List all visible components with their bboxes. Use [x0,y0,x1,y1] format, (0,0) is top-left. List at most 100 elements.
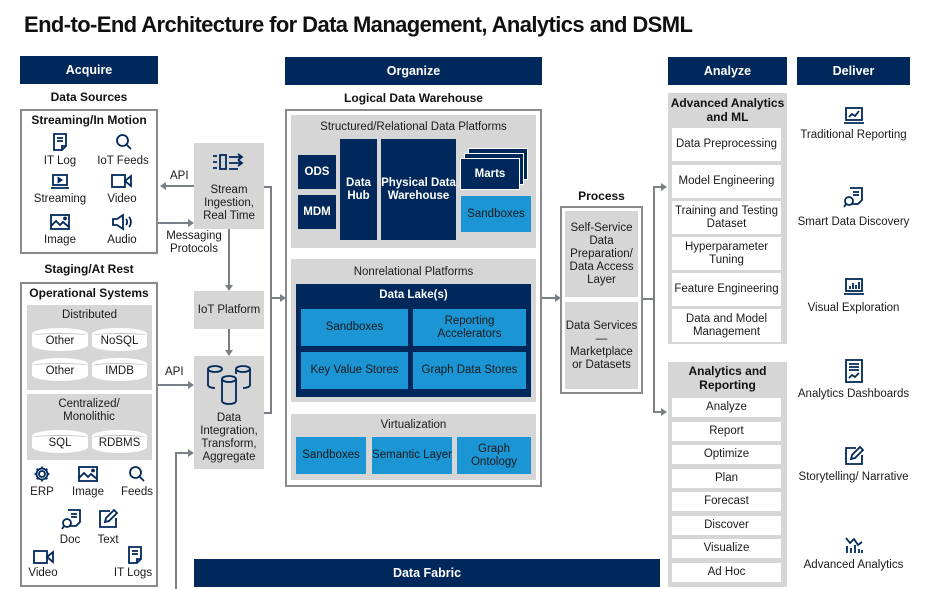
operational-item-label: ERP [30,486,54,498]
reporting-item: Ad Hoc [672,563,781,582]
deliver-item-label: Advanced Analytics [803,559,904,571]
stream-ingestion-label: Stream Ingestion, Real Time [203,184,255,222]
arrow-head [555,294,561,302]
search-icon [115,133,133,156]
data-sources-label: Data Sources [50,90,128,104]
edit-pencil-icon [844,445,865,471]
connector-line [653,186,655,413]
arrow-head [160,182,166,190]
operational-item-label: Text [97,534,119,546]
connector-line [270,186,272,414]
lake-item: Key Value Stores [301,352,408,389]
connector-line [653,411,662,413]
arrow-head [225,350,233,356]
reporting-item: Report [672,422,781,441]
reporting-item: Analyze [672,398,781,417]
lake-item: Graph Data Stores [413,352,526,389]
api-bottom-label: API [165,366,184,378]
play-screen-icon [50,173,70,194]
analytics-ml-item: Data and Model Management [672,309,781,342]
streaming-frame [20,109,158,254]
data-integration-label: Data Integration, Transform, Aggregate [200,412,258,463]
lake-item: Sandboxes [301,309,408,346]
database-cylinder: NoSQL [92,328,147,351]
analytics-ml-item: Feature Engineering [672,273,781,306]
arrow-head [280,294,286,302]
mdm-box: MDM [298,195,336,229]
connector-line [264,412,272,414]
distributed-title: Distributed [62,309,117,321]
arrow-head [188,381,194,389]
virtualization-title: Virtualization [380,419,447,431]
virtualization-item: Sandboxes [296,437,366,474]
connector-line [643,298,655,300]
sandboxes-box: Sandboxes [461,196,531,232]
nonrelational-title: Nonrelational Platforms [353,266,474,278]
connector-line [175,452,177,589]
reporting-item: Visualize [672,539,781,558]
analytics-reporting-title: Analytics and Reporting [688,364,767,392]
trend-bar-icon [844,536,864,559]
staging-label: Staging/At Rest [44,262,134,276]
video-camera-icon [111,174,133,193]
advanced-analytics-title: Advanced Analytics and ML [670,96,785,124]
process-item: Self-Service Data Preparation/ Data Acce… [565,211,638,297]
database-cylinder: Other [32,358,88,381]
analyze-header: Analyze [668,57,787,85]
lake-item: Reporting Accelerators [413,309,526,346]
operational-item-label: IT Logs [113,567,153,579]
ldw-title: Logical Data Warehouse [344,91,483,105]
connector-line [228,229,230,285]
image-icon [78,466,98,487]
organize-header: Organize [285,57,542,85]
dashboard-document-icon [845,359,863,388]
deliver-header: Deliver [797,57,910,85]
connector-line [270,297,281,299]
deliver-item-label: Analytics Dashboards [797,388,910,400]
connector-line [175,452,188,454]
operational-item-label: Video [28,567,58,579]
document-search-icon [842,187,864,214]
analytics-ml-item: Hyperparameter Tuning [672,237,781,270]
reporting-item: Plan [672,469,781,488]
speaker-icon [111,213,133,236]
connector-line [264,186,272,188]
arrow-head [225,285,233,291]
database-cylinder: RDBMS [92,430,147,453]
edit-pencil-icon [98,508,119,534]
process-item: Data Services — Marketplace or Datasets [565,302,638,389]
acquire-header: Acquire [20,56,158,84]
log-document-icon [127,546,143,569]
connector-line [542,297,556,299]
log-document-icon [52,133,68,156]
api-top-label: API [170,170,189,182]
virtualization-item: Graph Ontology [457,437,531,474]
deliver-item-label: Visual Exploration [807,302,900,314]
operational-item-label: Feeds [121,486,153,498]
streaming-item-label: Image [44,234,76,246]
document-search-icon [61,509,81,536]
streaming-item-label: Streaming [33,193,87,205]
database-cylinder: SQL [32,430,88,453]
streaming-item-label: Audio [107,234,137,246]
iot-platform-box: IoT Platform [194,291,264,329]
deliver-item-label: Smart Data Discovery [797,216,910,228]
streaming-item-label: IoT Feeds [97,155,149,167]
search-icon [128,465,146,488]
reporting-item: Forecast [672,492,781,511]
process-title: Process [578,189,625,203]
centralized-title: Centralized/ Monolithic [58,398,120,423]
bar-chart-monitor-icon [843,278,865,301]
operational-systems-title: Operational Systems [29,286,149,300]
messaging-protocols-label: Messaging Protocols [166,230,222,255]
gear-icon [33,465,51,488]
data-hub-box: Data Hub [340,139,377,240]
stream-ingestion-icon [212,153,246,176]
analytics-ml-item: Data Preprocessing [672,128,781,161]
arrow-head [661,183,667,191]
connector-line [158,222,188,224]
data-lake-title: Data Lake(s) [379,289,448,301]
arrow-head [661,408,667,416]
connector-line [228,329,230,350]
operational-item-label: Doc [59,534,81,546]
